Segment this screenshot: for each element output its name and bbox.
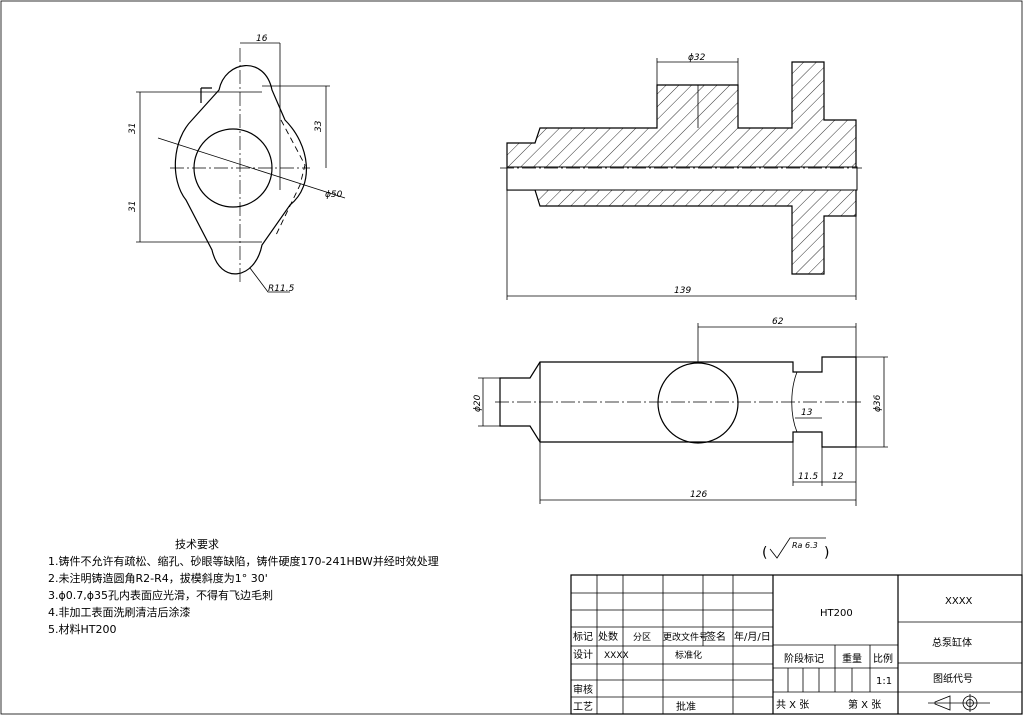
tech-item-2: 2.未注明铸造圆角R2-R4，拔模斜度为1° 30': [48, 571, 268, 585]
dim-31-bottom: 31: [128, 201, 138, 212]
roughness-value: Ra 6.3: [792, 541, 818, 550]
dim-13: 13: [801, 408, 813, 418]
tb-approve: 批准: [676, 700, 696, 713]
tb-weight: 重量: [842, 652, 862, 665]
flange-view: 16 31 31 33 ϕ50 R11.5: [128, 34, 346, 294]
section-view: ϕ32 139: [500, 53, 862, 300]
tb-sheet-no: 第 X 张: [848, 698, 881, 711]
tb-review: 审核: [573, 683, 593, 696]
dim-33: 33: [314, 120, 324, 132]
tb-designer: XXXX: [604, 651, 629, 661]
roughness-symbol: ( Ra 6.3 ): [762, 537, 829, 561]
tech-item-4: 4.非加工表面洗刷清洁后涂漆: [48, 605, 191, 619]
tb-company: XXXX: [945, 596, 973, 607]
tb-design: 设计: [573, 648, 593, 661]
roughness-close: ): [824, 545, 829, 561]
tb-standardize: 标准化: [675, 649, 702, 661]
tb-part-name: 总泵缸体: [932, 636, 972, 649]
tb-change-doc: 更改文件号: [663, 631, 708, 643]
tech-requirements: 技术要求 1.铸件不允许有疏松、缩孔、砂眼等缺陷，铸件硬度170-241HBW并…: [48, 538, 439, 636]
tb-mark: 标记: [573, 631, 593, 643]
dim-phi36: ϕ36: [873, 394, 883, 412]
dim-62: 62: [772, 317, 784, 327]
dim-139: 139: [674, 286, 691, 296]
tech-item-5: 5.材料HT200: [48, 622, 116, 636]
tb-drawing-no: 图纸代号: [933, 672, 973, 685]
dim-11-5: 11.5: [798, 472, 818, 482]
tech-title: 技术要求: [175, 538, 219, 551]
tb-count: 处数: [598, 630, 618, 643]
tb-scale-label: 比例: [873, 652, 893, 665]
tb-material: HT200: [820, 608, 853, 619]
dim-126: 126: [690, 490, 707, 500]
projection-symbol-icon: [928, 694, 990, 712]
tb-sign: 签名: [706, 630, 726, 643]
dim-phi32: ϕ32: [688, 53, 706, 63]
title-block: HT200 XXXX 总泵缸体 图纸代号 标记 处数 分区 更改文件号 签名 年…: [570, 574, 1023, 715]
tech-item-1: 1.铸件不允许有疏松、缩孔、砂眼等缺陷，铸件硬度170-241HBW并经时效处理: [48, 554, 439, 568]
dim-12: 12: [832, 472, 844, 482]
tb-stage-mark: 阶段标记: [784, 652, 824, 665]
dim-phi50: ϕ50: [325, 190, 343, 200]
tb-total-sheets: 共 X 张: [776, 699, 809, 711]
dim-31-top: 31: [128, 123, 138, 134]
tech-item-3: 3.ϕ0.7,ϕ35孔内表面应光滑，不得有飞边毛刺: [48, 588, 273, 602]
tb-zone: 分区: [633, 632, 651, 643]
dim-phi20: ϕ20: [473, 394, 483, 412]
flange-outline: [174, 65, 308, 275]
tb-process: 工艺: [573, 701, 593, 713]
side-bore: [657, 362, 739, 444]
tb-date: 年/月/日: [734, 630, 771, 643]
side-view: 62 ϕ20 ϕ36 13 11.5 12 126: [473, 317, 888, 506]
dim-r115: R11.5: [268, 284, 295, 294]
dim-16: 16: [256, 34, 268, 44]
roughness-open: (: [762, 545, 767, 561]
tb-scale: 1:1: [876, 676, 892, 687]
